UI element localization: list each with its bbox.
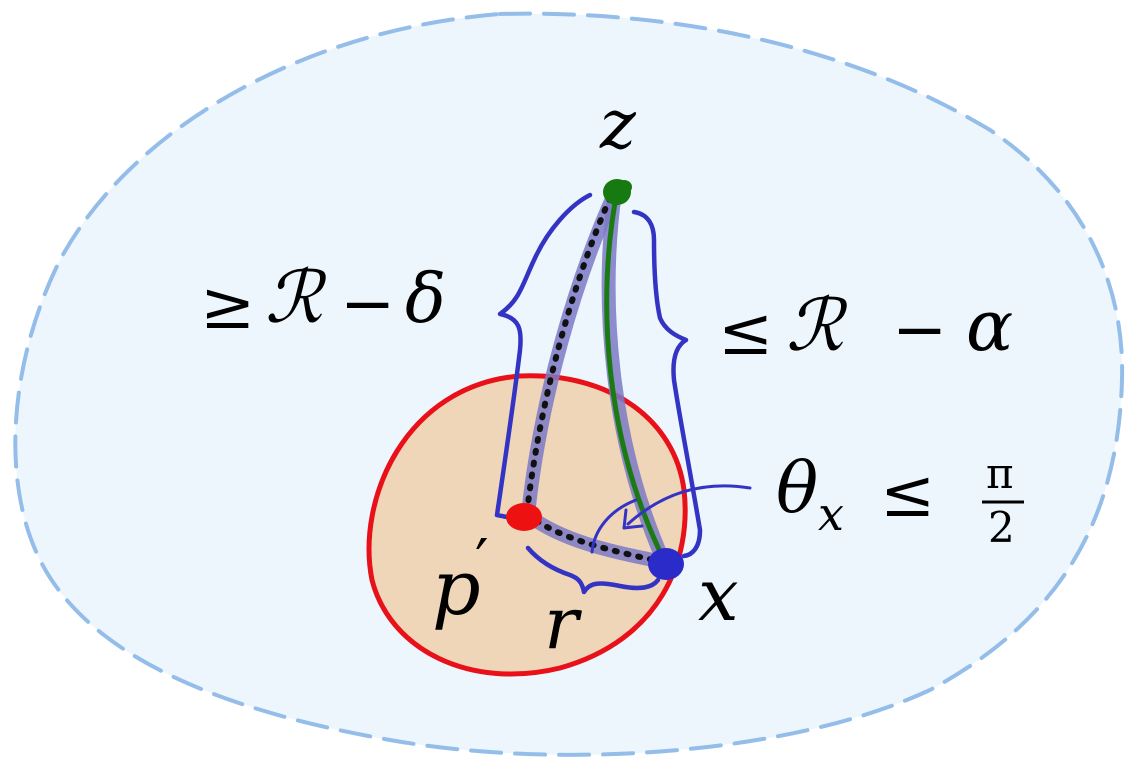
point-p-prime [506, 503, 542, 531]
lower-bound-label: ≥ ℛ − δ [200, 255, 446, 344]
lower-bound-R: ℛ [265, 255, 327, 339]
point-x [648, 548, 684, 580]
angle-theta: θ [776, 447, 818, 529]
upper-bound-R: ℛ [786, 283, 848, 367]
angle-arrow [626, 484, 752, 526]
upper-bound-alpha: α [966, 285, 1013, 367]
dotted-path-zp [524, 195, 613, 515]
label-p-prime-mark: ′ [475, 527, 489, 597]
angle-arc [590, 498, 638, 554]
angle-subscript: x [818, 487, 844, 541]
angle-arrowhead [622, 508, 644, 530]
label-x: x [698, 553, 739, 637]
label-p-prime: p [432, 543, 481, 632]
angle-label: θ x ≤ π 2 [776, 447, 1024, 552]
angle-numerator: π [986, 449, 1014, 498]
angle-leq: ≤ [880, 455, 935, 532]
lower-bound-minus: − [340, 265, 395, 342]
bottom-brace [525, 545, 661, 595]
right-brace [631, 209, 703, 559]
lower-bound-geq: ≥ [200, 267, 255, 344]
left-brace [494, 192, 593, 521]
upper-bound-minus: − [892, 291, 947, 368]
upper-bound-leq: ≤ [718, 293, 773, 370]
angle-denominator: 2 [988, 503, 1015, 552]
lower-bound-delta: δ [405, 260, 446, 339]
label-r: r [544, 581, 582, 665]
upper-bound-label: ≤ ℛ − α [718, 283, 1013, 370]
point-z [603, 179, 632, 205]
label-z: z [599, 86, 637, 165]
